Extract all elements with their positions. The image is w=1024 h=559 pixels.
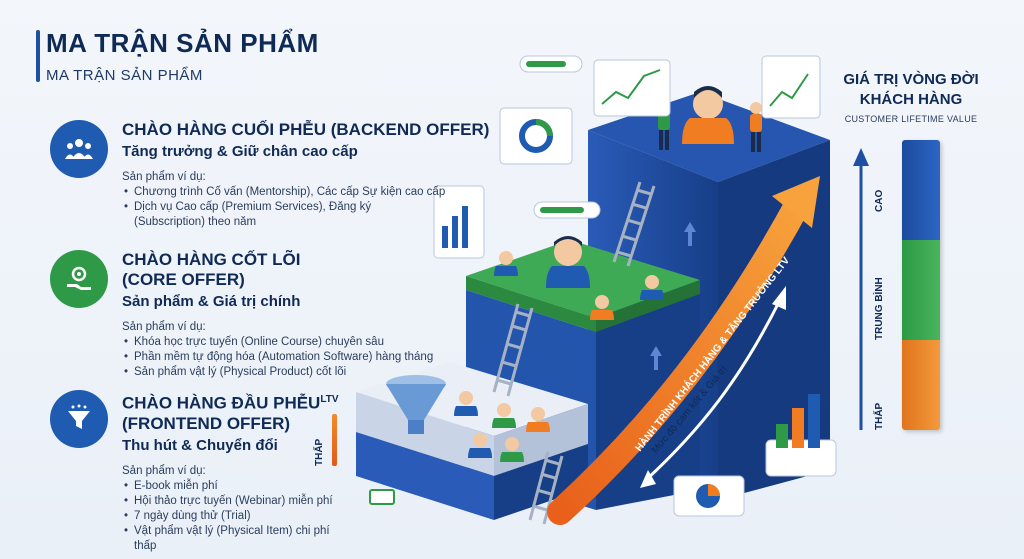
person-top-right bbox=[750, 102, 762, 152]
examples-list: E-book miễn phí Hội thảo trực tuyến (Web… bbox=[122, 479, 492, 554]
users-group-icon bbox=[50, 120, 108, 178]
examples-label: Sản phẩm ví dụ: bbox=[122, 464, 206, 477]
list-item: Chương trình Cố vấn (Mentorship), Các cấ… bbox=[122, 185, 492, 200]
up-arrows bbox=[650, 222, 696, 370]
list-item: Phần mềm tự động hóa (Automation Softwar… bbox=[122, 350, 492, 365]
page-title: MA TRẬN SẢN PHẨM bbox=[46, 28, 319, 58]
list-item: 7 ngày dùng thử (Trial) bbox=[122, 509, 492, 524]
ltv-segment-mid bbox=[902, 240, 940, 340]
tier-subtitle: Sản phẩm & Giá trị chính bbox=[122, 293, 301, 310]
people bbox=[454, 86, 762, 462]
ltv-stacked-bar bbox=[902, 140, 940, 430]
funnel-icon bbox=[50, 390, 108, 448]
low-scale-label: THẤP bbox=[314, 438, 325, 466]
title-accent-bar bbox=[36, 30, 40, 82]
tier-subtitle: Thu hút & Chuyển đổi bbox=[122, 436, 278, 454]
examples-label: Sản phẩm ví dụ: bbox=[122, 171, 206, 183]
list-item: Vật phẩm vật lý (Physical Item) chi phí … bbox=[122, 524, 332, 554]
ltv-label-high: CAO bbox=[874, 189, 885, 212]
tier-title-secondary: (FRONTEND OFFER) bbox=[122, 413, 291, 433]
ltv-panel-title: GIÁ TRỊ VÒNG ĐỜI KHÁCH HÀNG CUSTOMER LIF… bbox=[826, 70, 996, 124]
gear-hand-icon bbox=[50, 250, 108, 308]
title-block: MA TRẬN SẢN PHẨM MA TRẬN SẢN PHẨM bbox=[36, 28, 319, 84]
ltv-label-mid: TRUNG BÌNH bbox=[874, 277, 885, 340]
list-item: Sản phẩm vật lý (Physical Product) cốt l… bbox=[122, 365, 492, 380]
examples-label: Sản phẩm ví dụ: bbox=[122, 321, 206, 333]
person-large-top bbox=[682, 86, 734, 144]
tier-title-tag: LTV bbox=[320, 394, 339, 405]
ltv-scale-arrow bbox=[853, 148, 869, 430]
commitment-arrow bbox=[640, 286, 786, 488]
ltv-segment-high bbox=[902, 140, 940, 240]
person-large-mid bbox=[546, 236, 590, 288]
journey-arrow bbox=[547, 176, 820, 525]
ladders bbox=[492, 181, 656, 525]
ltv-label-low: THẤP bbox=[874, 402, 885, 430]
ltv-segment-low bbox=[902, 340, 940, 430]
low-scale-bar bbox=[332, 414, 337, 466]
list-item: E-book miễn phí bbox=[122, 479, 492, 494]
floating-dashboards bbox=[369, 55, 837, 517]
ltv-subtitle: CUSTOMER LIFETIME VALUE bbox=[844, 114, 978, 124]
tier-title: CHÀO HÀNG CUỐI PHỄU (BACKEND OFFER) bbox=[122, 120, 490, 139]
list-item: Dịch vụ Cao cấp (Premium Services), Đăng… bbox=[122, 200, 382, 230]
ltv-title: GIÁ TRỊ VÒNG ĐỜI KHÁCH HÀNG bbox=[843, 71, 979, 108]
tier-title-secondary: (CORE OFFER) bbox=[122, 270, 245, 289]
page-subtitle: MA TRẬN SẢN PHẨM bbox=[46, 67, 203, 84]
examples-list: Chương trình Cố vấn (Mentorship), Các cấ… bbox=[122, 185, 492, 230]
tier-title: CHÀO HÀNG ĐẦU PHỄULTV bbox=[122, 390, 492, 414]
tier-subtitle: Tăng trưởng & Giữ chân cao cấp bbox=[122, 143, 358, 160]
examples-list: Khóa học trực tuyến (Online Course) chuy… bbox=[122, 335, 492, 380]
tier-title-text: CHÀO HÀNG ĐẦU PHỄU bbox=[122, 393, 321, 413]
list-item: Khóa học trực tuyến (Online Course) chuy… bbox=[122, 335, 492, 350]
list-item: Hội thảo trực tuyến (Webinar) miễn phí bbox=[122, 494, 492, 509]
tier-title: CHÀO HÀNG CỐT LÕI bbox=[122, 250, 301, 269]
